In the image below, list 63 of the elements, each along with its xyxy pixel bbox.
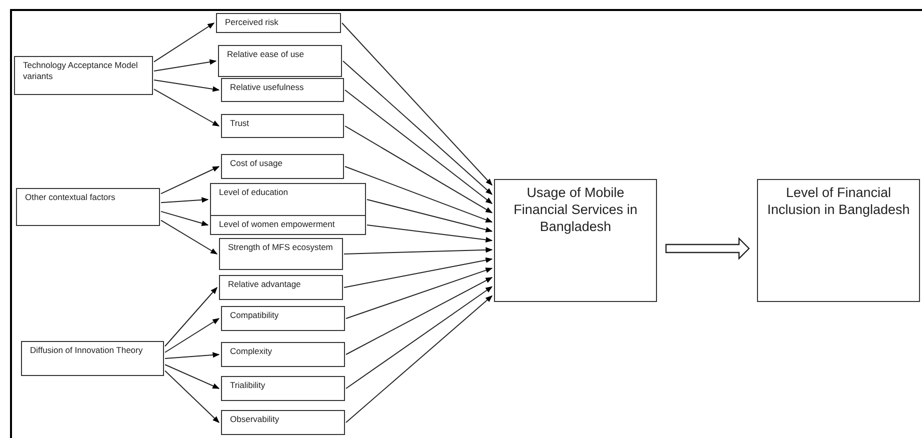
arrow — [342, 60, 493, 195]
box-label: Relative usefulness — [230, 82, 305, 93]
box-label: Complexity — [230, 346, 274, 357]
arrow — [344, 126, 493, 214]
factor-box — [221, 410, 345, 435]
arrow — [160, 210, 209, 226]
arrow — [366, 199, 493, 232]
factor-box — [221, 376, 345, 401]
arrow — [154, 22, 215, 62]
box-label: Compatibility — [230, 310, 280, 321]
arrow — [346, 268, 493, 319]
arrow — [160, 220, 218, 254]
arrow — [154, 80, 220, 92]
box-label: Level of education — [219, 187, 289, 198]
box-label: Cost of usage — [230, 158, 284, 169]
box-label: Diffusion of Innovation Theory — [30, 345, 144, 356]
box-label: Relative ease of use — [227, 49, 306, 60]
arrow — [164, 370, 220, 423]
box-label: Trust — [230, 118, 250, 129]
box-label: Observability — [230, 414, 280, 425]
arrow — [346, 295, 493, 423]
factor-box — [218, 45, 342, 77]
arrow — [346, 276, 493, 355]
factor-box — [210, 183, 366, 216]
arrow — [154, 88, 220, 126]
box-label: Relative advantage — [228, 279, 302, 290]
block-arrow — [665, 237, 750, 260]
factor-box — [221, 306, 345, 331]
box-label: Trialibility — [230, 380, 266, 391]
arrow — [344, 247, 493, 254]
box-label: Level of women empowerment — [219, 219, 336, 230]
arrow — [154, 59, 217, 72]
box-label: Level of Financial Inclusion in Bangladesh — [766, 184, 911, 218]
factor-box — [14, 56, 153, 95]
arrow — [344, 90, 493, 204]
factor-box — [210, 215, 366, 235]
box-label: Strength of MFS ecosystem — [228, 242, 334, 253]
arrow — [344, 257, 493, 288]
box-label: Usage of Mobile Financial Services in Bangladesh — [512, 184, 638, 235]
arrow — [366, 224, 493, 242]
arrow — [164, 318, 220, 353]
factor-box — [221, 114, 344, 138]
outcome-box — [494, 179, 657, 302]
arrow — [160, 166, 220, 194]
arrow — [344, 166, 493, 223]
arrow — [164, 286, 218, 347]
factor-box — [219, 275, 343, 300]
outcome-box — [757, 179, 920, 302]
arrow — [346, 286, 493, 389]
arrow — [160, 197, 209, 204]
factor-box — [221, 154, 344, 179]
box-label: Technology Acceptance Model variants — [23, 60, 139, 82]
arrow — [342, 22, 492, 186]
factor-box — [21, 341, 164, 376]
box-label: Other contextual factors — [25, 192, 116, 203]
factor-box — [219, 238, 343, 270]
factor-box — [216, 13, 341, 33]
arrow — [164, 352, 220, 359]
arrow — [164, 364, 220, 389]
box-label: Perceived risk — [225, 17, 280, 28]
factor-box — [16, 188, 160, 226]
factor-box — [221, 78, 344, 102]
factor-box — [221, 342, 345, 367]
